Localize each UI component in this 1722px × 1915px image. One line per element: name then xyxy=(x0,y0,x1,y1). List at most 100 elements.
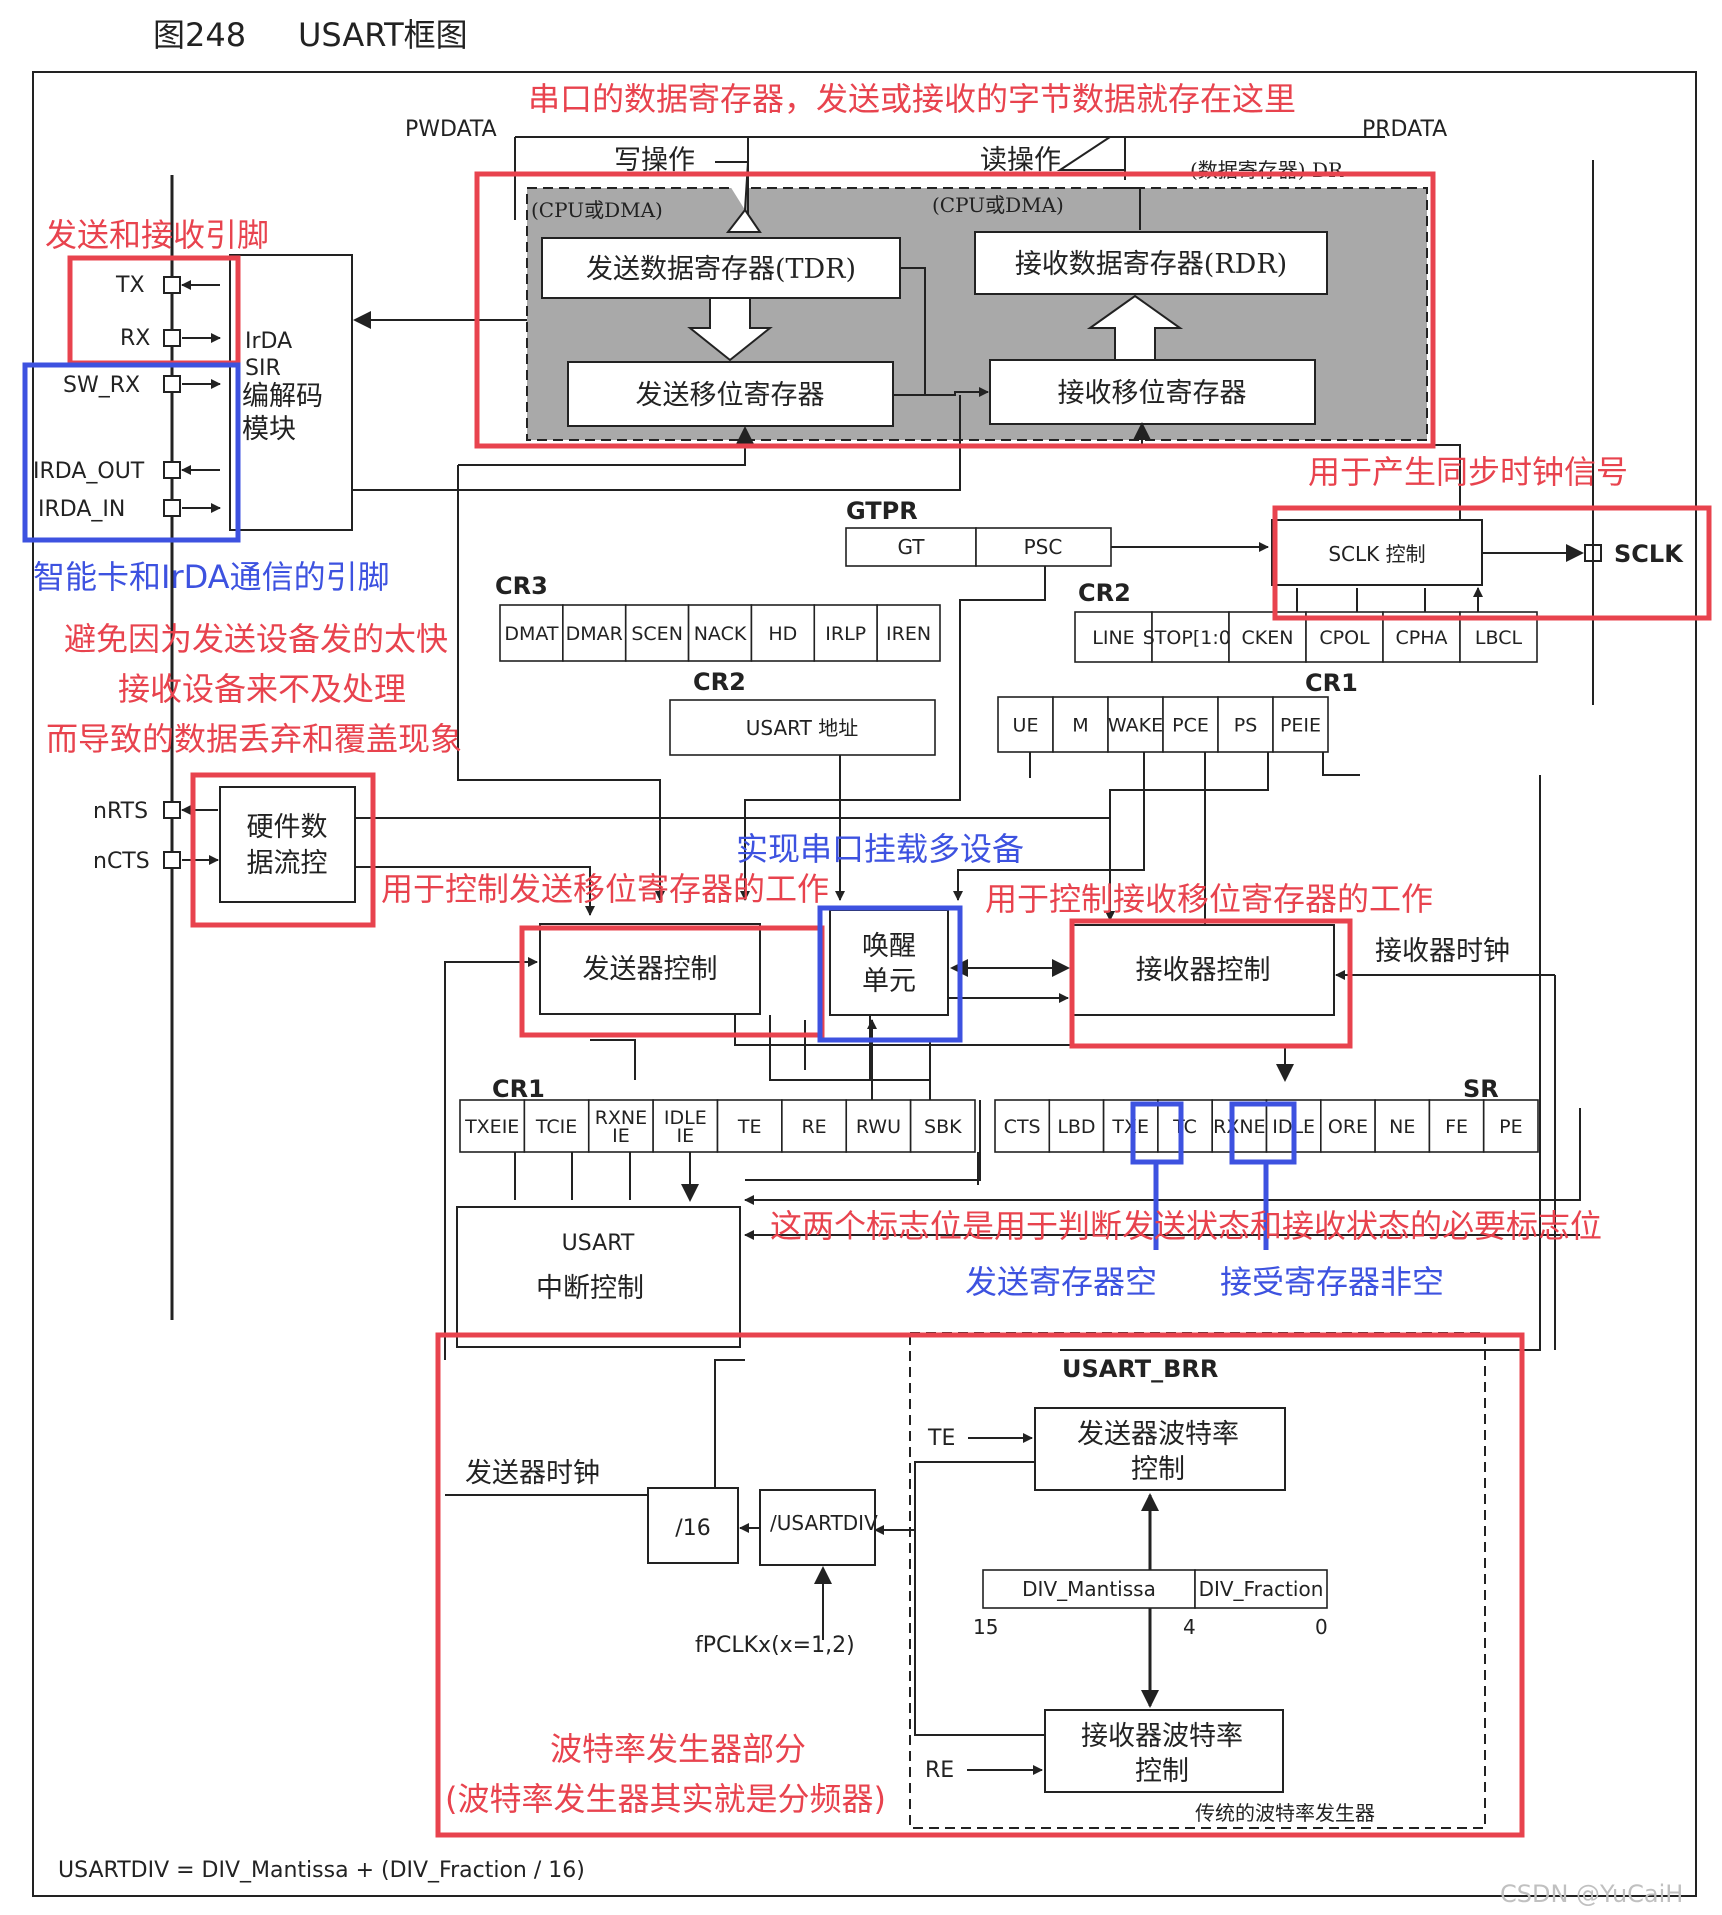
wake-unit-box xyxy=(829,909,949,1016)
pin-tx: TX xyxy=(115,273,145,298)
usart-address-box xyxy=(669,699,936,756)
register-bit-label: IRLP xyxy=(825,623,866,645)
register-bit-label: NACK xyxy=(694,623,747,645)
rx-clock-label: 接收器时钟 xyxy=(1375,936,1510,967)
register-bit-cell xyxy=(1428,1099,1485,1153)
div-mantissa-label: DIV_Mantissa xyxy=(1022,1577,1156,1601)
div-fraction-label: DIV_Fraction xyxy=(1199,1577,1324,1601)
tx-baud-box xyxy=(1034,1407,1286,1491)
wake-l1: 唤醒 xyxy=(862,931,916,962)
note-baud-l2: (波特率发生器其实就是分频器) xyxy=(445,1780,886,1818)
bit4-label: 4 xyxy=(1183,1615,1196,1639)
register-bit-cell xyxy=(716,1099,783,1153)
usartdiv-box xyxy=(759,1489,876,1566)
rx-control-box xyxy=(1071,924,1335,1016)
register-bit-cell xyxy=(1052,696,1109,753)
irda-l4: 模块 xyxy=(242,414,296,445)
note-flags: 这两个标志位是用于判断发送状态和接收状态的必要标志位 xyxy=(770,1207,1602,1245)
highlight-flow-control xyxy=(190,772,376,928)
tx-baud-l1: 发送器波特率 xyxy=(1077,1419,1239,1450)
irq-l1: USART xyxy=(562,1231,635,1256)
register-bit-label: M xyxy=(1072,714,1088,736)
cr1-top-label: CR1 xyxy=(1305,669,1358,697)
register-bit-cell xyxy=(909,1099,976,1153)
register-bit-label: TXE xyxy=(1111,1116,1149,1138)
irda-l3: 编解码 xyxy=(242,381,323,412)
register-bit-cell xyxy=(523,1099,590,1153)
pin-irda-in: IRDA_IN xyxy=(38,497,125,522)
register-bit-label: CPHA xyxy=(1395,627,1447,649)
tx-control-box xyxy=(539,923,761,1015)
register-bit-cell xyxy=(687,604,753,662)
div16-box xyxy=(647,1487,739,1564)
highlight-wake-unit xyxy=(817,905,963,1043)
register-bit-label: DMAR xyxy=(566,623,623,645)
register-bit-label: FE xyxy=(1445,1116,1468,1138)
flow-l1: 硬件数 xyxy=(247,812,328,843)
note-flow-l1: 避免因为发送设备发的太快 xyxy=(64,620,448,658)
div-fraction-box xyxy=(1194,1569,1328,1609)
irda-block xyxy=(229,254,353,531)
register-bit-label: UE xyxy=(1013,714,1039,736)
re-label: RE xyxy=(925,1758,954,1783)
note-tx-shift-control: 用于控制发送移位寄存器的工作 xyxy=(381,870,829,908)
register-bit-cell xyxy=(845,1099,912,1153)
usartdiv-formula: USARTDIV = DIV_Mantissa + (DIV_Fraction … xyxy=(58,1858,585,1883)
psc-label: PSC xyxy=(1024,535,1063,559)
register-bit-cell xyxy=(1211,1099,1268,1153)
register-bit-label: NE xyxy=(1389,1116,1415,1138)
rdr-box xyxy=(974,231,1328,295)
rx-baud-box xyxy=(1044,1709,1284,1793)
wake-l2: 单元 xyxy=(862,966,916,997)
register-bit-label: CTS xyxy=(1004,1116,1041,1138)
register-bit-cell xyxy=(1107,696,1164,753)
note-rxne: 接受寄存器非空 xyxy=(1220,1263,1444,1301)
register-bit-label: DMAT xyxy=(504,623,559,645)
brr-dashed-area xyxy=(909,1332,1486,1829)
gtpr-gt xyxy=(845,527,977,567)
cr2-addr-label: CR2 xyxy=(693,668,746,696)
usart-address-text: USART 地址 xyxy=(746,716,858,740)
outer-frame xyxy=(32,71,1697,1897)
note-txe: 发送寄存器空 xyxy=(965,1263,1157,1301)
register-bit-label: PCE xyxy=(1172,714,1209,736)
register-bit-cell xyxy=(1272,696,1329,753)
rx-baud-l1: 接收器波特率 xyxy=(1081,1721,1243,1752)
register-bit-cell xyxy=(1217,696,1274,753)
figure-title: USART框图 xyxy=(298,16,468,54)
note-smartcard-pins: 智能卡和IrDA通信的引脚 xyxy=(33,558,390,596)
register-bit-cell xyxy=(624,604,690,662)
tdr-to-shift-arrow xyxy=(687,297,773,362)
pin-ncts: nCTS xyxy=(93,849,150,874)
register-bit-cell xyxy=(1482,1099,1539,1153)
register-bit-cell xyxy=(997,696,1054,753)
tx-clock-label: 发送器时钟 xyxy=(465,1458,600,1489)
highlight-sclk xyxy=(1272,505,1712,621)
watermark: CSDN @YuCaiH xyxy=(1500,1880,1683,1908)
register-bit-cell xyxy=(876,604,941,662)
register-bit-label: PS xyxy=(1234,714,1258,736)
te-label: TE xyxy=(927,1426,955,1451)
register-bit-label: IE xyxy=(677,1125,695,1147)
register-bit-cell xyxy=(750,604,816,662)
tx-shift-label: 发送移位寄存器 xyxy=(636,380,825,411)
read-op-label: 读操作 xyxy=(980,145,1061,176)
sclk-pin-label: SCLK xyxy=(1614,540,1684,568)
register-bit-label: WAKE xyxy=(1108,714,1163,736)
register-bit-cell xyxy=(652,1099,719,1153)
register-bit-label: ORE xyxy=(1328,1116,1368,1138)
register-bit-label: LBD xyxy=(1057,1116,1095,1138)
rdr-label: 接收数据寄存器(RDR) xyxy=(1015,249,1287,280)
highlight-txrx-pins xyxy=(67,255,241,366)
register-bit-cell xyxy=(994,1099,1051,1153)
gt-label: GT xyxy=(897,535,925,559)
irda-l2: SIR xyxy=(245,356,281,381)
irq-l2: 中断控制 xyxy=(536,1273,644,1304)
note-sclk: 用于产生同步时钟信号 xyxy=(1308,453,1628,491)
register-bit-label: TC xyxy=(1172,1116,1197,1138)
legacy-baud-label: 传统的波特率发生器 xyxy=(1195,1801,1375,1825)
